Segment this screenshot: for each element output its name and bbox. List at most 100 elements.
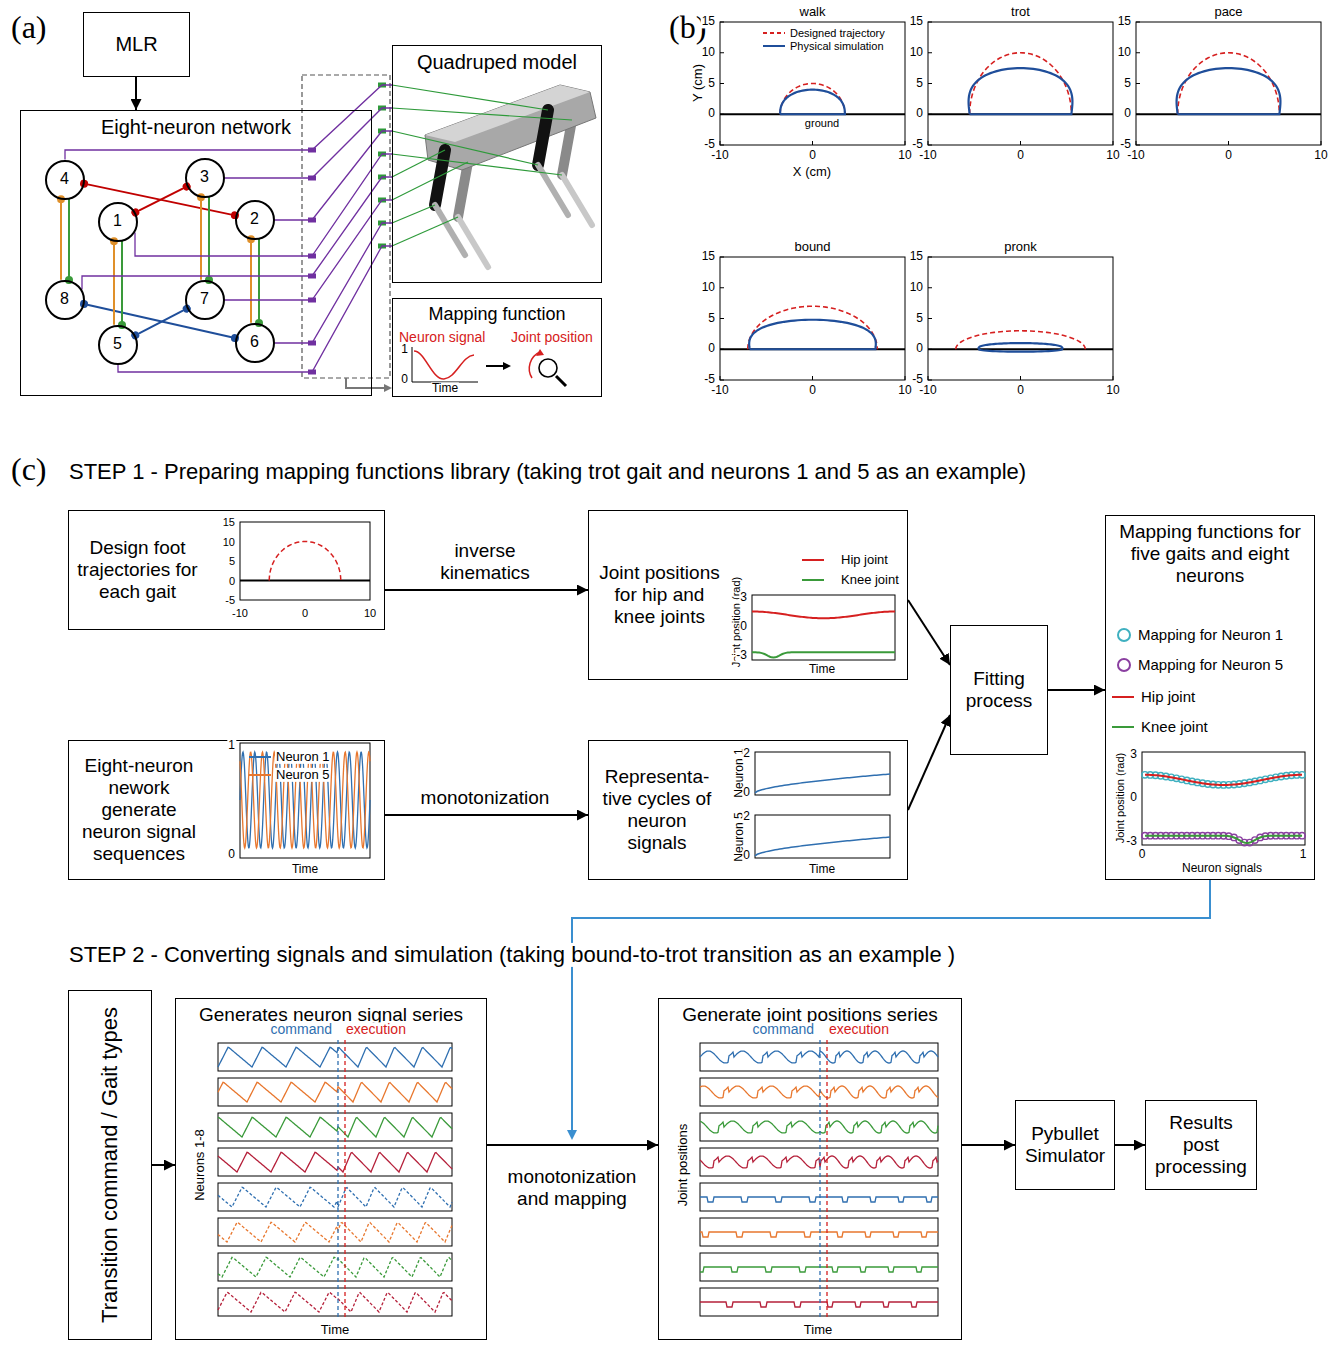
curve [720, 318, 724, 319]
node-text: Design foot trajectories for each gait [75, 537, 200, 603]
neuron-circle: 8 [45, 280, 85, 320]
text-label: 10 [909, 46, 924, 59]
neuron-circle: 5 [98, 325, 138, 365]
process-box: Joint positions for hip and knee joints [588, 510, 908, 680]
text-label: 1 [227, 739, 236, 752]
knee-curve [752, 652, 895, 657]
node-text: Mapping function [428, 304, 565, 325]
physical-trajectory [780, 90, 845, 115]
text-label: 3 [1129, 748, 1138, 761]
node-text: Results post processing [1150, 1112, 1252, 1178]
command-line [819, 1040, 820, 1318]
neuron1-signal [240, 752, 370, 848]
text-label: 0 [1016, 384, 1025, 397]
text-label: 10 [1105, 384, 1120, 397]
signal-strip [218, 1222, 452, 1242]
figure-part [412, 347, 478, 382]
neuron-circle: 6 [235, 323, 275, 363]
signal-strip [218, 1117, 452, 1137]
curve [1136, 52, 1140, 53]
text-label: 0 [1129, 791, 1138, 804]
text-label: 0 [400, 373, 409, 386]
node-text: 3 [200, 168, 209, 186]
process-box: Results post processing [1145, 1100, 1257, 1190]
text-label: -10 [231, 607, 249, 619]
figure-part [572, 880, 1210, 1130]
text-label: command [752, 1022, 815, 1037]
plot-frame [218, 1078, 452, 1106]
text-label: 0 [742, 786, 751, 799]
connector [82, 177, 392, 290]
plot-frame [1142, 752, 1305, 845]
text-label: STEP 1 - Preparing mapping functions lib… [68, 460, 1027, 484]
connector [274, 131, 392, 220]
connector [121, 241, 123, 325]
gray-arrow [346, 378, 385, 388]
text-label: pronk [1003, 240, 1038, 254]
legend-sample [249, 774, 271, 776]
plot-frame [928, 257, 1113, 380]
legend-sample [763, 45, 785, 47]
curve [720, 287, 724, 288]
node-text: 2 [250, 210, 259, 228]
text-label: 10 [909, 281, 924, 294]
signal-strip [218, 1187, 452, 1207]
node-text: 8 [60, 290, 69, 308]
figure-part [414, 351, 474, 379]
connector [84, 184, 235, 216]
node-text: 1 [113, 212, 122, 230]
curve [928, 83, 932, 84]
text-label: 5 [228, 555, 236, 567]
connector [385, 814, 588, 816]
text-label: 15 [222, 516, 236, 528]
curve [928, 287, 932, 288]
text-label: -10 [918, 384, 937, 397]
figure-part [392, 205, 435, 223]
plot-frame [218, 1148, 452, 1176]
gray-arrow-head [384, 384, 392, 392]
cycle-curve [755, 774, 890, 793]
text-label: Neuron signal [398, 330, 486, 345]
text-label: 5 [915, 77, 924, 90]
edge-label: monotonization and mapping [497, 1166, 647, 1210]
text-label: 0 [228, 574, 236, 586]
designed-trajectory [748, 306, 878, 349]
curve [720, 83, 724, 84]
process-box: Mapping function [392, 298, 602, 397]
legend-text: Mapping for Neuron 1 [1137, 627, 1284, 644]
plot-frame [755, 752, 890, 795]
plot-frame [218, 1183, 452, 1211]
legend-text: Mapping for Neuron 5 [1137, 657, 1284, 674]
text-label: 15 [1117, 15, 1132, 28]
connector [1115, 1144, 1145, 1146]
signal-strip [700, 1267, 938, 1272]
text-label: -5 [224, 594, 236, 606]
plot-frame [218, 1113, 452, 1141]
figure-part [567, 1130, 577, 1140]
knee-curve [1145, 836, 1302, 843]
figure-part [425, 85, 590, 142]
node-text: Representa-tive cycles of neuron signals [597, 766, 717, 853]
text-label: 0 [915, 343, 924, 356]
execution-line [344, 1040, 345, 1318]
text-label: trot [1010, 5, 1031, 19]
text-label: 10 [701, 281, 716, 294]
plot-frame [218, 1253, 452, 1281]
plot-frame [240, 743, 370, 858]
plot-frame [755, 815, 890, 858]
text-label: 0 [742, 849, 751, 862]
signal-strip [218, 1292, 452, 1312]
figure-part [392, 217, 458, 246]
node-text: Mapping functions for five gaits and eig… [1112, 521, 1308, 587]
physical-trajectory [749, 320, 876, 350]
process-box: Fitting process [950, 625, 1048, 755]
text-label: 0 [1123, 108, 1132, 121]
node-text: 5 [113, 335, 122, 353]
dashed-group [302, 75, 390, 378]
connector [200, 197, 202, 280]
text-label: 1 [400, 343, 409, 356]
curve [812, 141, 813, 145]
signal-strip [218, 1047, 452, 1067]
figure-part [503, 362, 511, 370]
cycle-curve [755, 837, 890, 856]
